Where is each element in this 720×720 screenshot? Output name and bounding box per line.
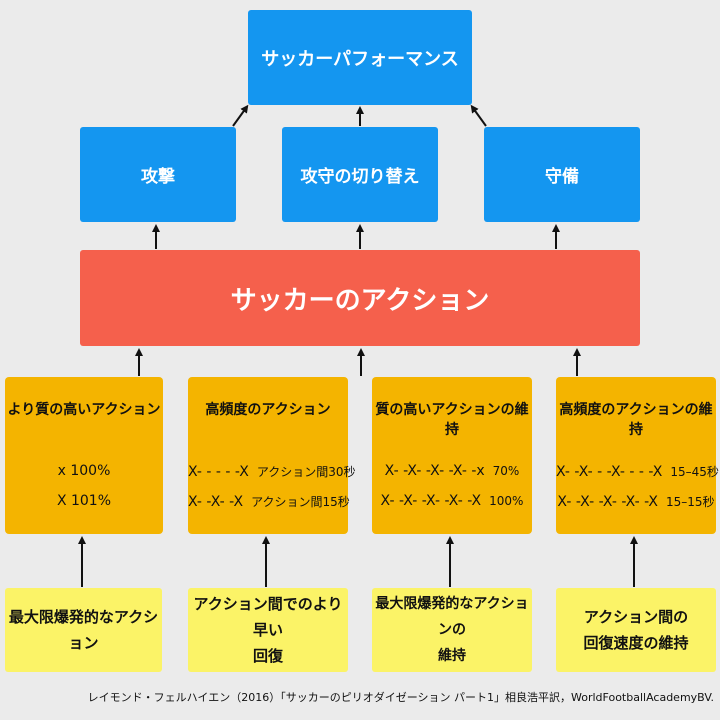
quality-line-2: X- -X- -X アクション間15秒	[188, 493, 350, 510]
quality-line-pattern: X- -X- -X	[188, 494, 244, 510]
top-node-soccer-performance: サッカーパフォーマンス	[248, 10, 472, 105]
quality-line-2: X- -X- -X- -X- -X 100%	[372, 493, 532, 509]
quality-line-1: X- -X- - -X- - - -X 15–45秒	[556, 463, 719, 480]
quality-box-title: 高頻度のアクションの維持	[559, 402, 713, 438]
quality-line-1: X- -X- -X- -X- -x 70%	[372, 463, 532, 479]
capacity-label-line2: 維持	[438, 648, 466, 664]
quality-box-maintain-frequency: 高頻度のアクションの維持 X- -X- - -X- - - -X 15–45秒 X…	[556, 377, 719, 534]
quality-line-2: X- -X- -X- -X- -X 15–15秒	[556, 493, 716, 510]
quality-line-1: X- - - - -X アクション間30秒	[188, 463, 356, 480]
quality-line-note: 15–45秒	[670, 465, 719, 479]
soccer-actions-label: サッカーのアクション	[230, 285, 490, 316]
quality-line-1: x 100%	[5, 463, 163, 479]
phase-node-defense: 守備	[484, 127, 640, 222]
quality-line-note: 15–15秒	[666, 495, 715, 509]
quality-box-maintain-quality: 質の高いアクションの維持 X- -X- -X- -X- -x 70% X- -X-…	[372, 377, 532, 534]
capacity-box-maintain-explosive: 最大限爆発的なアクションの 維持	[372, 588, 532, 672]
capacity-label-line1: 最大限爆発的なアクションの	[375, 596, 529, 638]
phase-node-label: 攻撃	[141, 167, 175, 187]
capacity-box-maintain-recovery-speed: アクション間の 回復速度の維持	[556, 588, 716, 672]
source-credit: レイモンド・フェルハイエン（2016）「サッカーのピリオダイゼーション パート1…	[87, 691, 714, 704]
quality-box-title: 質の高いアクションの維持	[375, 402, 529, 438]
phase-node-label: 守備	[545, 167, 579, 187]
quality-line-pattern: X- - - - -X	[188, 464, 249, 480]
quality-line-note: アクション間15秒	[251, 495, 350, 509]
arrow-attack-to-top	[232, 104, 249, 127]
quality-box-title: 高頻度のアクション	[205, 402, 331, 418]
quality-line-pattern: X 101%	[56, 493, 112, 509]
arrow-defense-to-top	[470, 104, 487, 127]
capacity-box-faster-recovery: アクション間でのより早い 回復	[188, 588, 348, 672]
top-node-label: サッカーパフォーマンス	[261, 48, 459, 70]
quality-box-higher-quality: より質の高いアクション x 100% X 101%	[5, 377, 163, 534]
quality-line-2: X 101%	[5, 493, 163, 509]
quality-line-pattern: X- -X- -X- -X- -X	[380, 493, 482, 509]
capacity-label-line2: 回復	[252, 647, 283, 665]
quality-box-title: より質の高いアクション	[7, 402, 161, 418]
quality-line-note: 70%	[492, 464, 520, 478]
quality-line-note: アクション間30秒	[256, 465, 356, 479]
capacity-box-max-explosive: 最大限爆発的なアクション	[5, 588, 162, 672]
capacity-label-line1: アクション間でのより早い	[193, 595, 343, 639]
capacity-label-line1: 最大限爆発的なアクション	[8, 608, 159, 652]
quality-line-note: 100%	[489, 494, 524, 508]
quality-line-pattern: X- -X- - -X- - - -X	[556, 464, 663, 480]
quality-line-pattern: X- -X- -X- -X- -X	[557, 494, 659, 510]
phase-node-attack: 攻撃	[80, 127, 236, 222]
capacity-label-line2: 回復速度の維持	[583, 634, 689, 652]
quality-line-pattern: x 100%	[57, 463, 111, 479]
phase-node-transition: 攻守の切り替え	[282, 127, 438, 222]
quality-box-high-frequency: 高頻度のアクション X- - - - -X アクション間30秒 X- -X- -X…	[188, 377, 356, 534]
phase-node-label: 攻守の切り替え	[300, 167, 420, 187]
quality-line-pattern: X- -X- -X- -X- -x	[384, 463, 485, 479]
soccer-actions-node: サッカーのアクション	[80, 250, 640, 346]
capacity-label-line1: アクション間の	[583, 608, 689, 626]
